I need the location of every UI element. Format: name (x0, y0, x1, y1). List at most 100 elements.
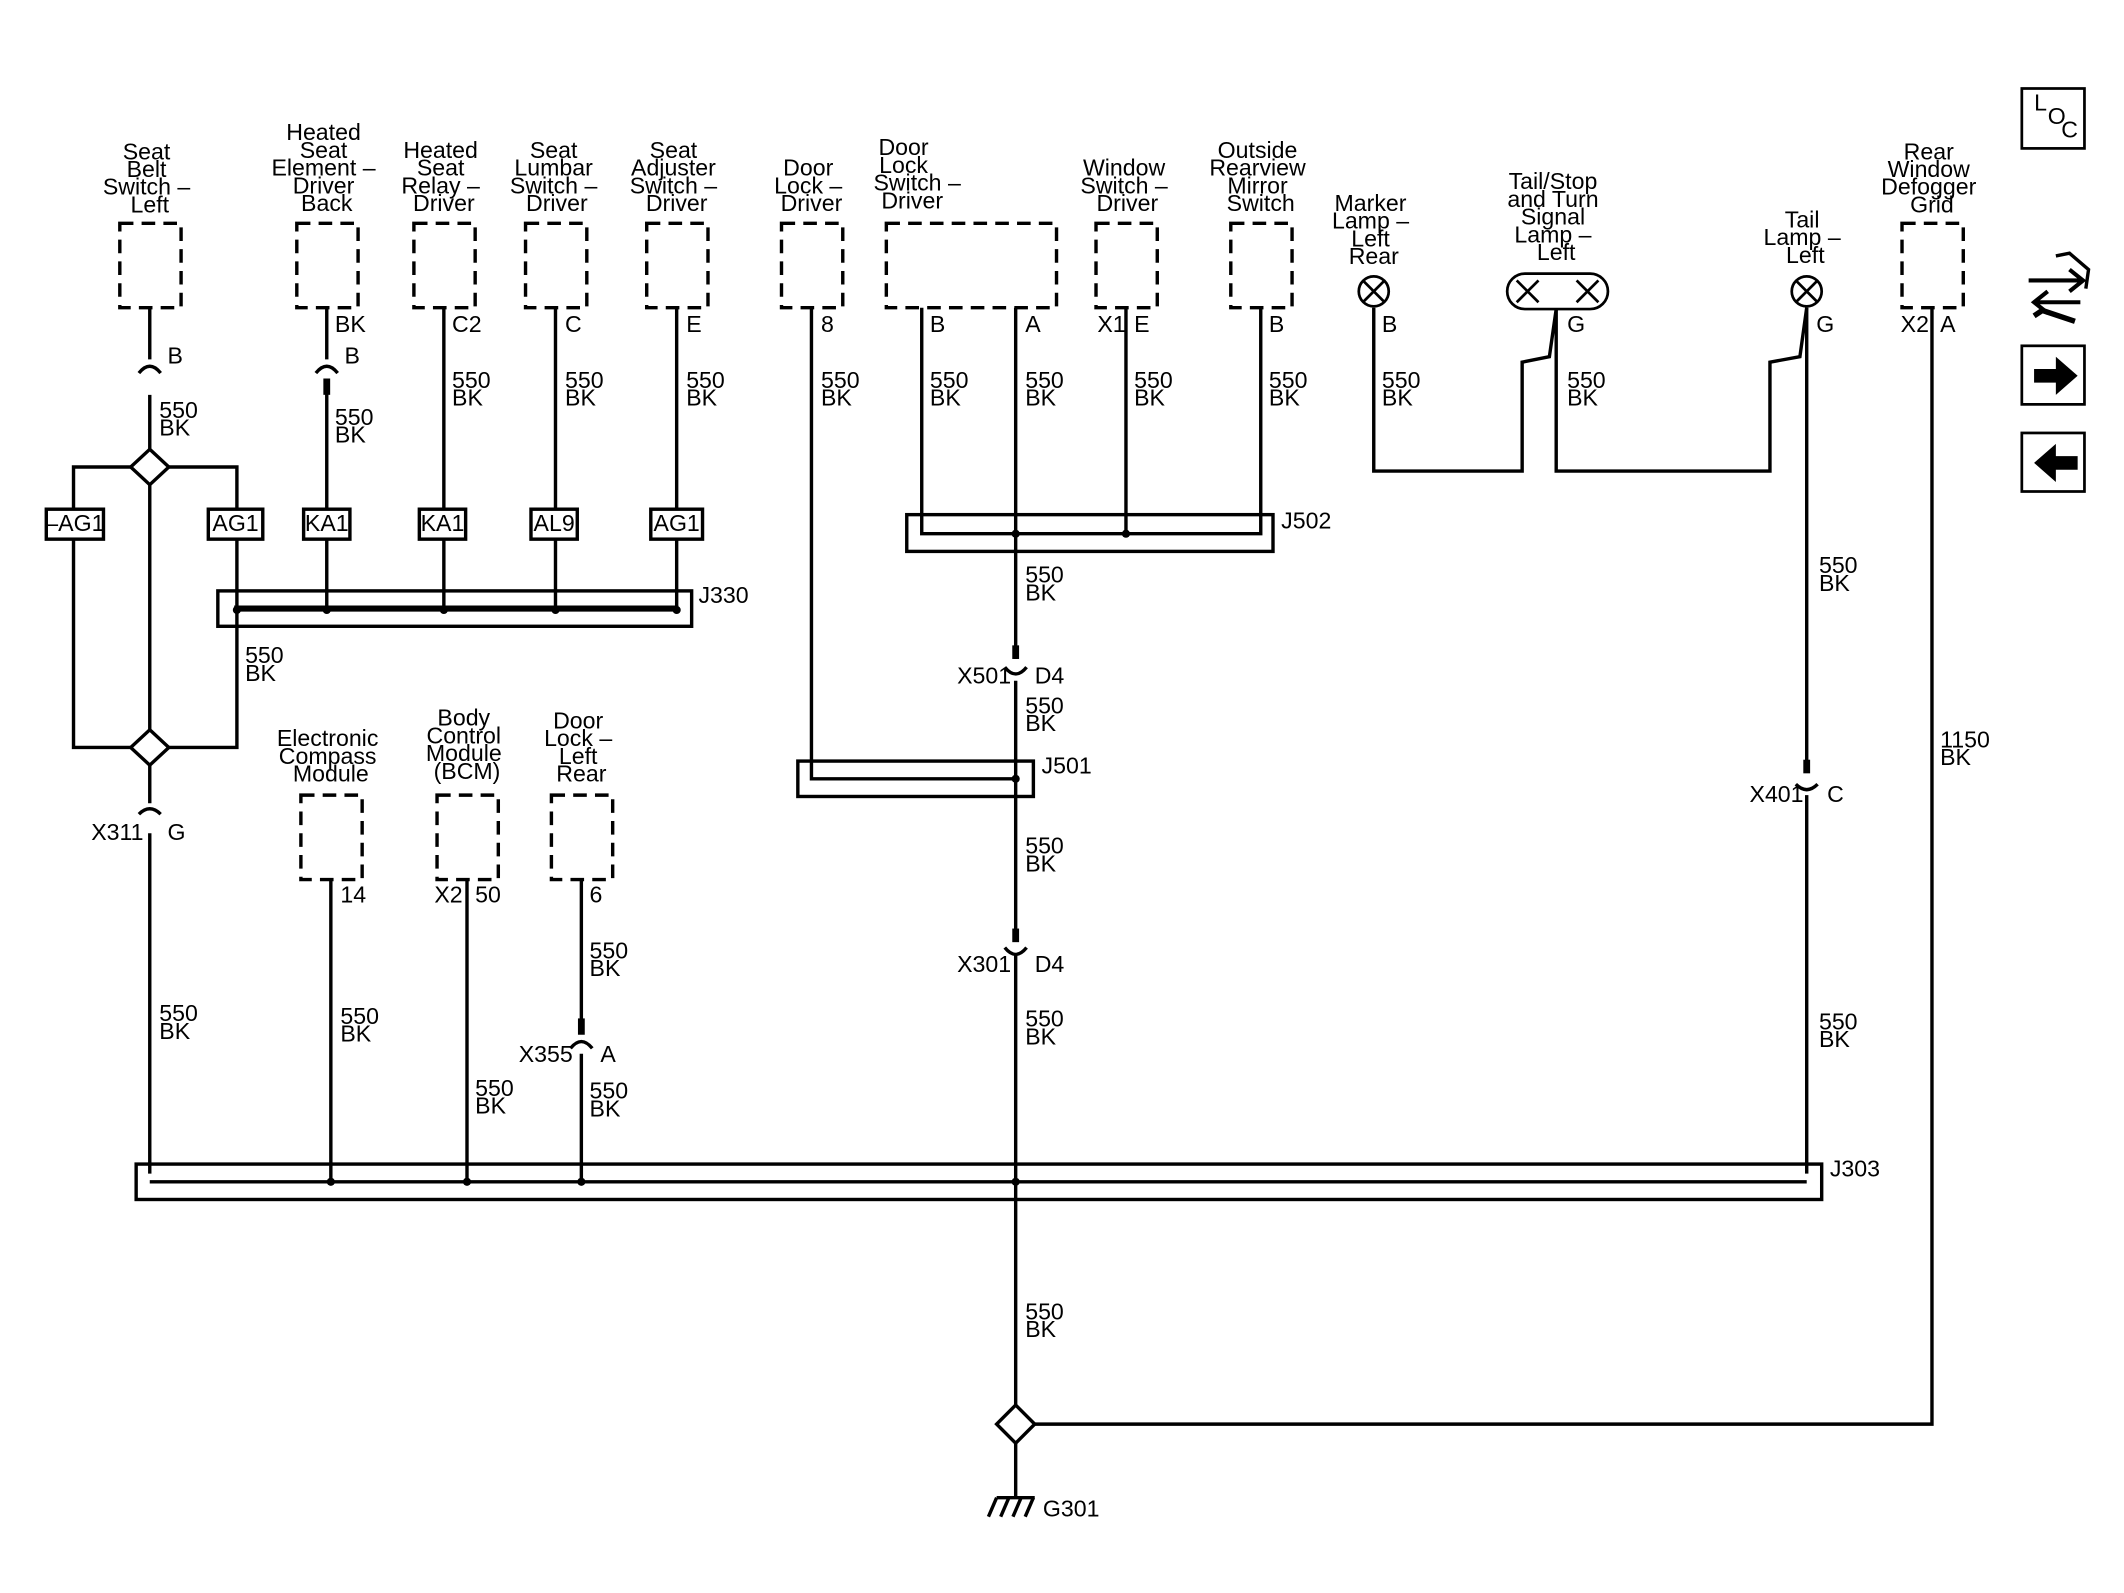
pin-relay-c2: C2 (452, 311, 482, 337)
arrow-left-icon (2034, 443, 2078, 482)
tail-lamp-label: Tail Lamp – Left (1764, 206, 1848, 267)
wire-label-color: BK (1819, 570, 1850, 596)
wire-door-lock-driver (809, 307, 1016, 781)
door-lock-left-rear-label: Door Lock – Left Rear (544, 707, 619, 786)
pin-adjuster-e: E (686, 311, 701, 337)
wire-door-lock-switch-b (920, 307, 1263, 536)
rear-defogger-box (1900, 221, 1965, 310)
door-lock-switch-label: Door Lock Switch – Driver (873, 134, 967, 213)
wire-label-color: BK (452, 385, 483, 411)
wrench-arrows-icon[interactable] (2028, 251, 2091, 324)
inline-connector-ag1-c-label: AG1 (654, 510, 700, 536)
pin-tail-stop-g: G (1567, 311, 1585, 337)
wire-label-circuit: 550 (159, 1000, 198, 1026)
wire-label-color: BK (159, 415, 190, 441)
tail-lamp-symbol (1790, 275, 1824, 308)
wire-label-circuit: 550 (475, 1075, 514, 1101)
connector-x501-label: X501 (957, 662, 1011, 688)
wire-tail-stop (1554, 307, 1809, 473)
connector-x401-label: X401 (1750, 781, 1804, 807)
wire-label-circuit: 550 (1567, 367, 1606, 393)
splice-j303-label: J303 (1830, 1155, 1880, 1181)
splice-diamond-top (128, 446, 172, 488)
pin-bcm-50: 50 (475, 882, 501, 908)
pin-lumbar-c: C (565, 311, 582, 337)
loc-button[interactable]: L O C (2020, 87, 2086, 150)
inline-connector-ka1-a (301, 507, 352, 541)
door-lock-switch-box (884, 221, 1059, 310)
wire-label-circuit: 550 (1134, 367, 1173, 393)
wire-label-circuit-defog: 1150 (1940, 726, 1990, 752)
connector-x401 (1794, 782, 1819, 792)
connector-heated-element (314, 364, 339, 375)
wire-label-color: BK (1025, 1316, 1056, 1342)
pin-heated-element-bk: BK (335, 311, 366, 337)
wire-label-circuit: 550 (821, 367, 860, 393)
wire-label-circuit: 550 (1025, 562, 1064, 588)
heated-seat-element-box (295, 221, 360, 310)
connector-x311 (137, 807, 162, 816)
splice-diamond-ground (994, 1402, 1038, 1446)
heated-seat-relay-box (412, 221, 477, 310)
pin-marker-b: B (1382, 311, 1397, 337)
bcm-label: Body Control Module (BCM) (426, 705, 508, 784)
seat-lumbar-switch-box (523, 221, 589, 310)
connector-x501 (1003, 666, 1028, 676)
next-page-button[interactable] (2020, 344, 2086, 406)
pin-defog-a: A (1940, 311, 1956, 337)
inline-connector-ka1-b (417, 507, 468, 541)
wire-label-color: BK (1134, 385, 1165, 411)
splice-j330-label: J330 (698, 582, 748, 608)
splice-j502-label: J502 (1281, 507, 1331, 533)
wire-label-circuit: 550 (340, 1003, 379, 1029)
pin-heated-element-b: B (344, 343, 359, 369)
inline-connector-ag1-left (44, 507, 106, 541)
wire-label-circuit: 550 (1025, 1298, 1064, 1324)
wire-label-color: BK (1025, 850, 1056, 876)
splice-pack-j330 (216, 589, 694, 628)
pin-door-lock-switch-a: A (1025, 311, 1041, 337)
outside-mirror-switch-box (1229, 221, 1294, 310)
pin-x401-c: C (1827, 781, 1844, 807)
compass-module-label: Electronic Compass Module (277, 725, 385, 786)
wire-label-color: BK (1025, 385, 1056, 411)
wire-label-circuit: 550 (335, 404, 374, 430)
wire-label-color: BK (245, 660, 276, 686)
wire-defogger (1032, 307, 1934, 1426)
wire-label-color: BK (590, 1095, 621, 1121)
marker-lamp-symbol (1357, 275, 1391, 308)
inline-connector-ag1-right (206, 507, 265, 541)
wire-label-circuit: 550 (590, 937, 629, 963)
door-lock-left-rear-box (549, 793, 615, 882)
wire-label-color: BK (1269, 385, 1300, 411)
wire-label-color: BK (1940, 744, 1971, 770)
wire-label-color: BK (686, 385, 717, 411)
window-switch-label: Window Switch – Driver (1080, 155, 1174, 216)
door-lock-driver-label: Door Lock – Driver (774, 155, 849, 216)
wire-label-color: BK (930, 385, 961, 411)
splice-pack-j303 (134, 1162, 1824, 1202)
wire-label-circuit: 550 (1819, 552, 1858, 578)
marker-lamp-label: Marker Lamp – Left Rear (1332, 190, 1416, 269)
pin-compass-14: 14 (340, 882, 366, 908)
tail-stop-turn-lamp-label: Tail/Stop and Turn Signal Lamp – Left (1507, 168, 1605, 265)
pin-window-x1: X1 (1097, 311, 1125, 337)
wire-label-circuit: 550 (1025, 833, 1064, 859)
compass-module-box (299, 793, 364, 882)
wire-label-color: BK (565, 385, 596, 411)
inline-connector-ag1-c (649, 507, 705, 541)
pin-x311-g: G (167, 819, 185, 845)
connector-x301-label: X301 (957, 951, 1011, 977)
wire-label-circuit: 550 (1025, 692, 1064, 718)
connector-seat-belt (137, 364, 162, 375)
previous-page-button[interactable] (2020, 431, 2086, 493)
pin-x501-d4: D4 (1035, 662, 1065, 688)
wire-label-color: BK (475, 1093, 506, 1119)
bcm-box (435, 793, 501, 882)
wire-label-circuit: 550 (1819, 1008, 1858, 1034)
seat-belt-switch-label: Seat Belt Switch – Left (103, 138, 197, 217)
wire-label-color: BK (335, 421, 366, 447)
ground-label: G301 (1043, 1496, 1100, 1522)
